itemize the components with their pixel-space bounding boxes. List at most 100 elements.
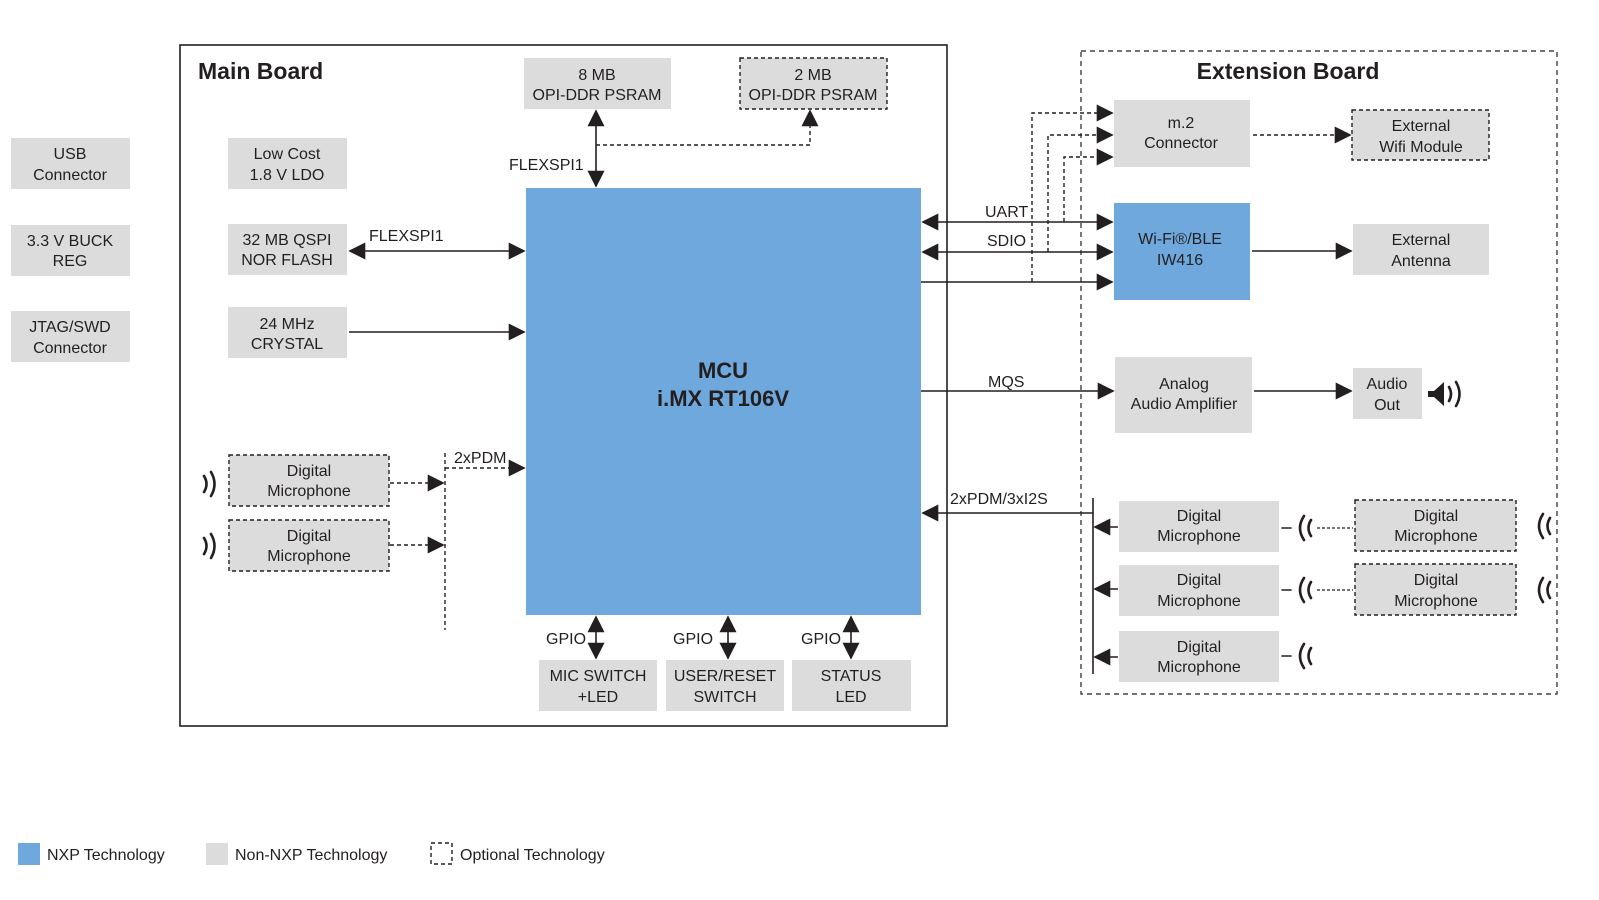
svg-text:SWITCH: SWITCH	[693, 689, 756, 706]
legend-swatch-optional	[430, 842, 453, 865]
svg-text:Digital: Digital	[1414, 508, 1458, 525]
svg-text:Wi-Fi®/BLE: Wi-Fi®/BLE	[1138, 231, 1222, 248]
legend-swatch-nxp	[18, 843, 40, 865]
legend-item-nxp: NXP Technology	[18, 843, 165, 865]
user-reset-switch-block[interactable]: USER/RESET SWITCH	[666, 660, 784, 711]
svg-text:i.MX RT106V: i.MX RT106V	[657, 386, 789, 411]
main-mic-1-optional-block[interactable]: Digital Microphone	[228, 454, 390, 507]
svg-text:OPI-DDR PSRAM: OPI-DDR PSRAM	[533, 87, 662, 104]
legend: NXP Technology Non-NXP Technology Option…	[18, 842, 605, 865]
speaker-icon	[1428, 380, 1461, 408]
mcu-block[interactable]: MCU i.MX RT106V	[526, 188, 921, 615]
psram-8mb-block[interactable]: 8 MB OPI-DDR PSRAM	[524, 58, 671, 109]
svg-text:Microphone: Microphone	[267, 548, 351, 565]
audio-out-block[interactable]: Audio Out	[1353, 368, 1422, 419]
svg-text:MIC SWITCH: MIC SWITCH	[550, 668, 647, 685]
svg-text:JTAG/SWD: JTAG/SWD	[29, 319, 110, 336]
m2-tap-2	[1047, 126, 1114, 252]
svg-text:NXP Technology: NXP Technology	[47, 847, 165, 864]
svg-text:m.2: m.2	[1168, 115, 1195, 132]
sdio-label: SDIO	[987, 233, 1026, 250]
svg-text:Digital: Digital	[1177, 508, 1221, 525]
svg-text:Connector: Connector	[33, 167, 107, 184]
sound-wave-icon	[1281, 576, 1313, 604]
analog-audio-amplifier-block[interactable]: Analog Audio Amplifier	[1115, 357, 1252, 433]
ldo-block[interactable]: Low Cost 1.8 V LDO	[228, 138, 347, 189]
svg-text:Microphone: Microphone	[1394, 593, 1478, 610]
svg-text:Microphone: Microphone	[1157, 593, 1241, 610]
flexspi-psram-label: FLEXSPI1	[509, 157, 584, 174]
extension-board-title: Extension Board	[1197, 58, 1380, 84]
external-antenna-block[interactable]: External Antenna	[1353, 224, 1489, 275]
svg-text:Out: Out	[1374, 397, 1400, 414]
pdm-main-label: 2xPDM	[454, 450, 506, 467]
svg-text:LED: LED	[835, 689, 866, 706]
jtag-swd-connector-block[interactable]: JTAG/SWD Connector	[11, 311, 130, 362]
svg-text:Wifi Module: Wifi Module	[1379, 139, 1463, 156]
gpio2-label: GPIO	[673, 631, 713, 648]
svg-text:32 MB QSPI: 32 MB QSPI	[243, 232, 332, 249]
svg-text:Audio: Audio	[1367, 376, 1408, 393]
svg-text:Analog: Analog	[1159, 376, 1209, 393]
svg-text:USER/RESET: USER/RESET	[674, 668, 776, 685]
svg-text:24 MHz: 24 MHz	[259, 316, 314, 333]
m2-connector-block[interactable]: m.2 Connector	[1114, 100, 1250, 167]
svg-text:CRYSTAL: CRYSTAL	[251, 336, 323, 353]
m2-tap-3	[1063, 148, 1114, 222]
external-wifi-module-optional-block[interactable]: External Wifi Module	[1351, 109, 1490, 161]
ext-mic-3-block[interactable]: Digital Microphone	[1119, 631, 1279, 682]
svg-text:Microphone: Microphone	[1157, 659, 1241, 676]
gpio3-label: GPIO	[801, 631, 841, 648]
svg-text:External: External	[1392, 232, 1451, 249]
svg-text:Microphone: Microphone	[1157, 528, 1241, 545]
qspi-nor-flash-block[interactable]: 32 MB QSPI NOR FLASH	[228, 224, 347, 275]
ext-mic-optional-1-block[interactable]: Digital Microphone	[1354, 499, 1517, 552]
main-board-title: Main Board	[198, 58, 323, 84]
svg-text:+LED: +LED	[578, 689, 618, 706]
legend-item-optional: Optional Technology	[430, 842, 605, 865]
uart-label: UART	[985, 204, 1028, 221]
main-mic-2-optional-block[interactable]: Digital Microphone	[228, 519, 390, 572]
svg-text:STATUS: STATUS	[821, 668, 882, 685]
flexspi-qspi-label: FLEXSPI1	[369, 228, 444, 245]
sound-wave-icon	[1281, 514, 1313, 542]
svg-text:OPI-DDR PSRAM: OPI-DDR PSRAM	[749, 87, 878, 104]
sound-wave-icon	[202, 470, 216, 498]
ext-mic-2-block[interactable]: Digital Microphone	[1119, 565, 1279, 616]
ext-mic-1-block[interactable]: Digital Microphone	[1119, 501, 1279, 552]
extension-board-frame	[1080, 50, 1558, 695]
mic-switch-led-block[interactable]: MIC SWITCH +LED	[539, 660, 657, 711]
svg-text:1.8 V LDO: 1.8 V LDO	[250, 167, 325, 184]
svg-text:Non-NXP Technology: Non-NXP Technology	[235, 847, 387, 864]
svg-text:Microphone: Microphone	[1394, 528, 1478, 545]
svg-text:External: External	[1392, 118, 1451, 135]
psram-optional-link	[596, 109, 819, 146]
legend-swatch-non-nxp	[206, 843, 228, 865]
svg-text:Digital: Digital	[1414, 572, 1458, 589]
usb-connector-block[interactable]: USB Connector	[11, 138, 130, 189]
svg-text:REG: REG	[53, 253, 88, 270]
ext-mic-optional-2-block[interactable]: Digital Microphone	[1354, 563, 1517, 616]
svg-text:Low Cost: Low Cost	[254, 146, 321, 163]
svg-text:IW416: IW416	[1157, 252, 1203, 269]
status-led-block[interactable]: STATUS LED	[792, 660, 911, 711]
main-board-frame	[179, 44, 948, 727]
svg-text:8 MB: 8 MB	[578, 67, 615, 84]
psram-2mb-optional-block[interactable]: 2 MB OPI-DDR PSRAM	[739, 57, 888, 110]
svg-text:Digital: Digital	[287, 528, 331, 545]
svg-text:Microphone: Microphone	[267, 483, 351, 500]
mqs-label: MQS	[988, 374, 1024, 391]
wifi-ble-iw416-block[interactable]: Wi-Fi®/BLE IW416	[1114, 203, 1250, 300]
legend-item-non-nxp: Non-NXP Technology	[206, 843, 387, 865]
sound-wave-icon	[1537, 512, 1552, 540]
gpio1-label: GPIO	[546, 631, 586, 648]
svg-text:MCU: MCU	[698, 358, 748, 383]
svg-text:USB: USB	[54, 146, 87, 163]
svg-text:Audio Amplifier: Audio Amplifier	[1131, 396, 1238, 413]
svg-text:Digital: Digital	[287, 463, 331, 480]
svg-text:3.3 V BUCK: 3.3 V BUCK	[27, 233, 114, 250]
crystal-block[interactable]: 24 MHz CRYSTAL	[228, 307, 347, 358]
pdm-i2s-label: 2xPDM/3xI2S	[950, 491, 1048, 508]
buck-regulator-block[interactable]: 3.3 V BUCK REG	[11, 225, 130, 276]
